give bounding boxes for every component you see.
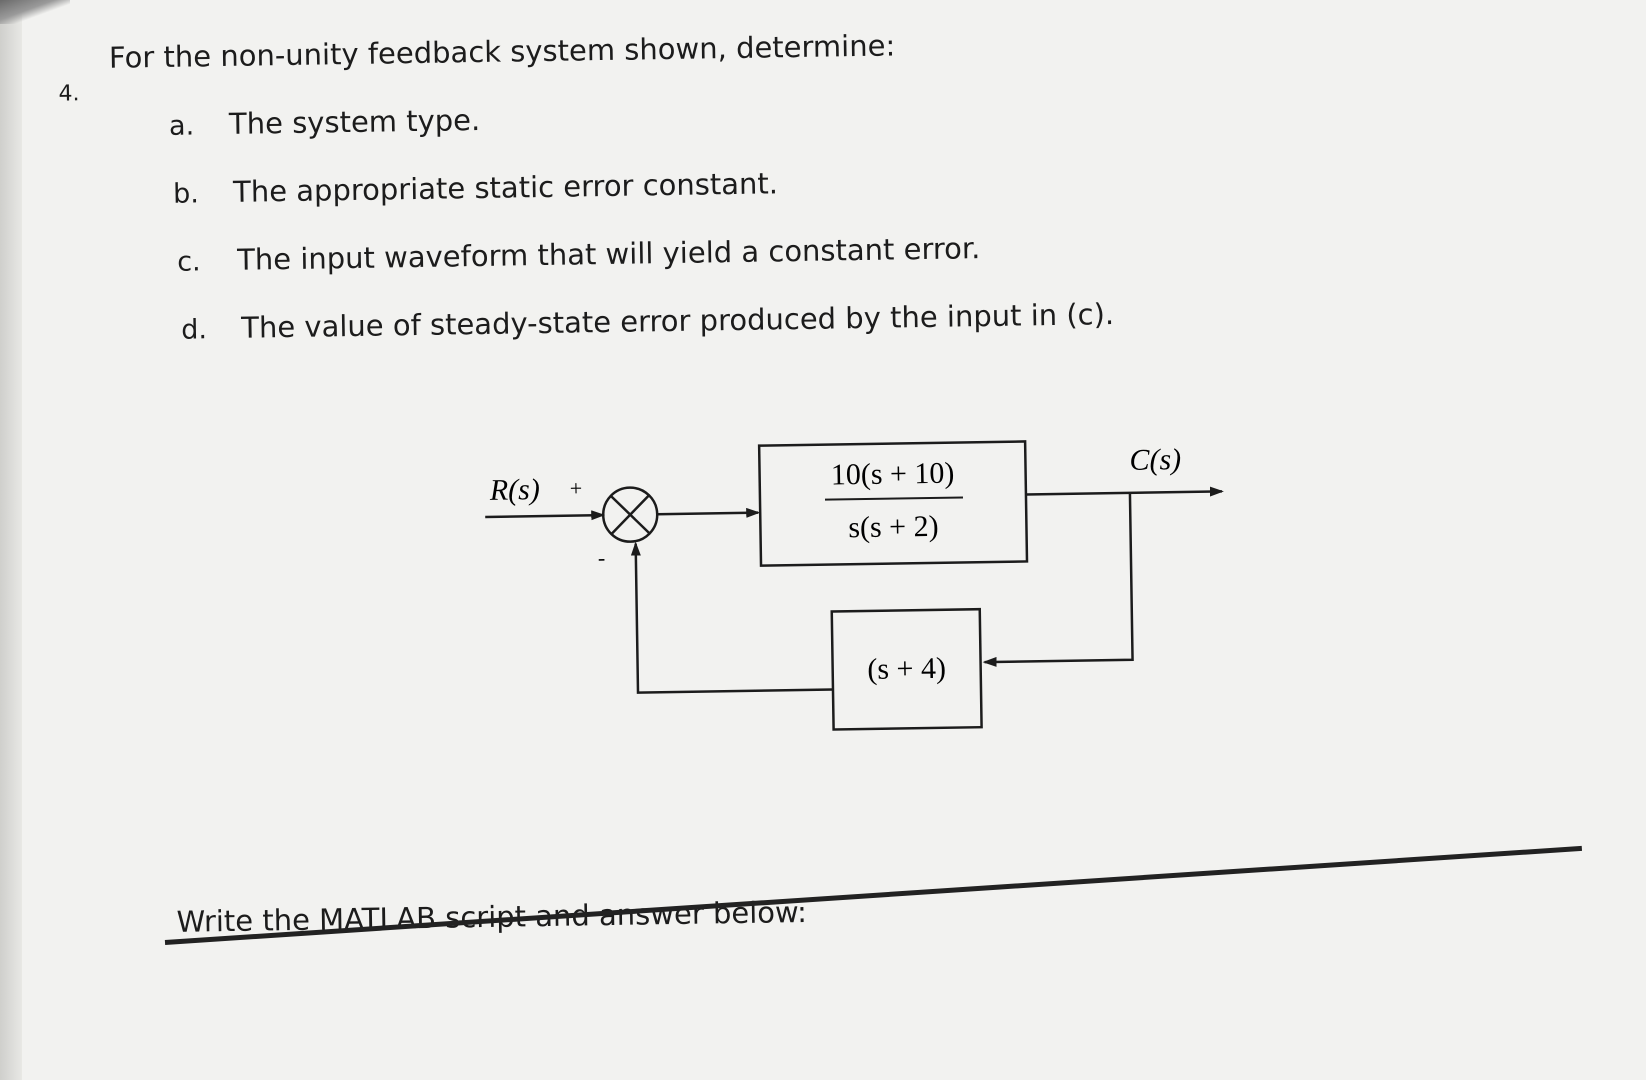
block-diagram: R(s) + - 10(s + 10) s(s + 2) C(s)	[485, 440, 1224, 731]
feedback-return-line	[630, 541, 834, 694]
error-signal-arrow	[657, 507, 761, 518]
part-a-letter: a.	[168, 110, 195, 142]
output-arrow	[1025, 486, 1224, 497]
feedback-transfer-block	[830, 607, 983, 731]
forward-transfer-block	[757, 440, 1029, 567]
part-a-text: The system type.	[228, 102, 481, 141]
part-b: b. The appropriate static error constant.	[173, 166, 778, 209]
part-b-text: The appropriate static error constant.	[232, 166, 779, 209]
minus-sign: -	[598, 545, 606, 570]
fraction-bar	[824, 496, 963, 501]
part-c-text: The input waveform that will yield a con…	[236, 231, 981, 277]
input-arrow	[485, 510, 606, 521]
forward-numerator: 10(s + 10)	[831, 457, 955, 492]
summing-junction	[601, 486, 659, 543]
question-stem: For the non-unity feedback system shown,…	[108, 28, 896, 75]
input-label: R(s)	[489, 473, 541, 507]
plus-sign: +	[570, 475, 583, 500]
question-number: 4.	[58, 81, 80, 107]
part-d: d. The value of steady-state error produc…	[181, 297, 1114, 346]
part-d-letter: d.	[181, 314, 208, 346]
output-label: C(s)	[1129, 443, 1181, 477]
corner-shadow	[0, 0, 70, 24]
feedback-block-label: (s + 4)	[867, 652, 946, 686]
part-c: c. The input waveform that will yield a c…	[177, 231, 981, 278]
feedback-pickoff-line	[982, 492, 1134, 667]
part-a: a. The system type.	[169, 103, 481, 142]
binding-edge	[0, 0, 22, 1080]
forward-denominator: s(s + 2)	[848, 510, 939, 544]
part-d-text: The value of steady-state error produced…	[240, 297, 1115, 345]
part-c-letter: c.	[176, 246, 201, 278]
part-b-letter: b.	[172, 178, 200, 210]
